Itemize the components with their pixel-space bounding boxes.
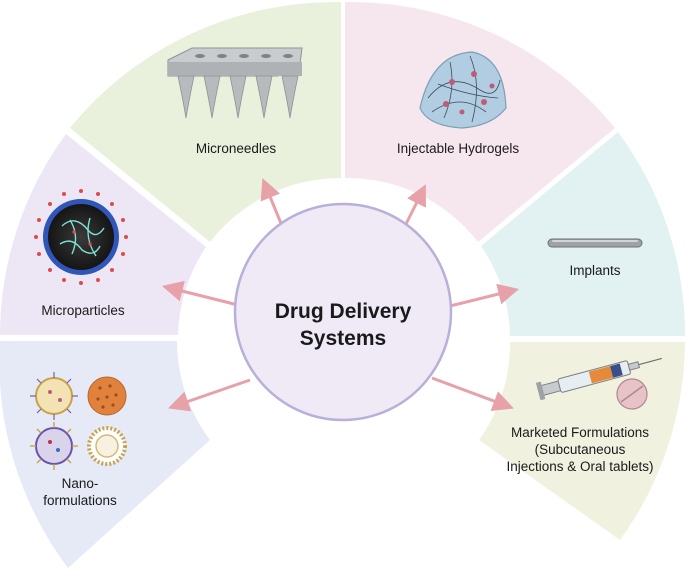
marketed-label-line3: Injections & Oral tablets) bbox=[506, 459, 653, 474]
arrow-microparticles bbox=[161, 280, 239, 307]
center-circle bbox=[233, 202, 453, 422]
segment-marketed[interactable] bbox=[479, 342, 685, 540]
solid-nanoparticle bbox=[87, 376, 127, 416]
nano-label-line2: formulations bbox=[43, 493, 117, 508]
syringe-icon bbox=[535, 357, 662, 401]
nanoparticles-icon bbox=[30, 372, 127, 470]
center-title-line2: Systems bbox=[300, 327, 386, 350]
microneedle-array-icon bbox=[167, 47, 303, 119]
microneedles-label: Microneedles bbox=[196, 141, 277, 156]
arrow-implants bbox=[445, 283, 520, 309]
vesicle-particle bbox=[87, 426, 127, 466]
nano-label-line1: Nano- bbox=[62, 476, 99, 491]
arrows bbox=[161, 178, 520, 412]
implants-label: Implants bbox=[569, 263, 620, 278]
liposome-particle bbox=[30, 372, 78, 420]
micelle-particle bbox=[30, 422, 78, 470]
tablet-icon bbox=[616, 378, 648, 410]
center-title-line1: Drug Delivery bbox=[275, 300, 412, 323]
arrow-nano bbox=[168, 378, 251, 412]
hydrogel-icon bbox=[419, 51, 507, 129]
implant-rod-icon bbox=[547, 238, 643, 248]
marketed-label-line1: Marketed Formulations bbox=[511, 425, 649, 440]
microparticle-icon bbox=[34, 189, 128, 285]
marketed-label-line2: (Subcutaneous bbox=[535, 442, 626, 457]
arrow-marketed bbox=[431, 376, 514, 411]
hydrogels-label: Injectable Hydrogels bbox=[397, 141, 520, 156]
microparticles-label: Microparticles bbox=[41, 303, 125, 318]
segment-implants[interactable] bbox=[481, 132, 685, 336]
